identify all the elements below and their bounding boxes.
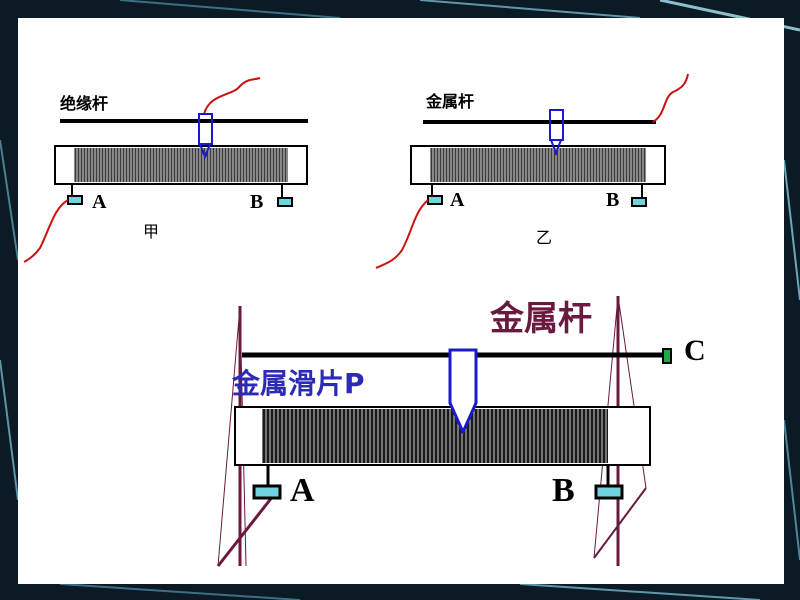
terminal-a-label-yi: A	[450, 189, 465, 211]
terminal-a-label-jia: A	[92, 191, 107, 213]
terminal-b-label-large: B	[552, 472, 575, 509]
terminal-b	[277, 197, 293, 207]
terminal-c-label-large: C	[684, 334, 706, 367]
diagram-yi	[375, 73, 689, 269]
terminal-b-label-yi: B	[606, 189, 620, 211]
slide-canvas: 绝缘杆 A B 甲 金属杆 A B 乙	[18, 18, 784, 584]
slider-contact	[549, 109, 564, 141]
rod-label-large: 金属杆	[490, 299, 592, 339]
rod-label-yi: 金属杆	[426, 92, 475, 111]
terminal-a	[252, 484, 282, 500]
wire-from-a	[375, 199, 429, 269]
resistor-coil	[73, 148, 288, 182]
caption-jia: 甲	[143, 222, 160, 241]
resistor-coil	[261, 409, 608, 463]
slider-tip	[550, 139, 562, 156]
resistor-coil	[429, 148, 647, 182]
terminal-c	[662, 348, 672, 364]
rod-label-jia: 绝缘杆	[60, 94, 109, 113]
wire-from-rod	[652, 73, 689, 123]
caption-yi: 乙	[536, 228, 553, 247]
wire-from-a	[23, 199, 69, 263]
diagram-large	[216, 295, 672, 567]
terminal-b	[631, 197, 647, 207]
slider-contact	[198, 113, 213, 145]
slider-tip	[199, 143, 211, 160]
terminal-b-label-jia: B	[250, 191, 264, 213]
slider-contact	[448, 348, 478, 436]
terminal-a-label-large: A	[290, 472, 315, 509]
slider-label-large: 金属滑片P	[232, 367, 365, 400]
diagram-jia	[23, 77, 308, 263]
wire-to-slider	[203, 77, 261, 115]
terminal-b	[594, 484, 624, 500]
